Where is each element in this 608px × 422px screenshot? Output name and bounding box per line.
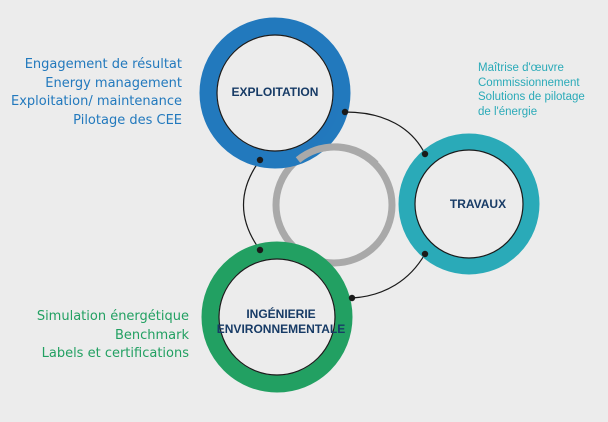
list-item: Maîtrise d'œuvre (478, 62, 564, 74)
ingenierie-label-line1: INGÉNIERIE (246, 306, 315, 321)
list-item: de l'énergie (478, 105, 538, 118)
connector-ingenierie-exploitation (243, 159, 261, 251)
travaux-services-list: Maîtrise d'œuvre Commissionnement Soluti… (478, 61, 585, 119)
exploitation-label: EXPLOITATION (232, 85, 319, 99)
exploitation-ring: EXPLOITATION (199, 17, 351, 169)
connector-travaux-ingenierie (351, 253, 426, 299)
ingenierie-label-line2: ENVIRONNEMENTALE (217, 322, 345, 336)
connector-exploitation-travaux (344, 111, 426, 155)
list-item: Benchmark (114, 327, 189, 343)
list-item: Solutions de pilotage (478, 91, 585, 103)
list-item: Commissionnement (478, 76, 580, 89)
travaux-ring: TRAVAUX (398, 133, 540, 275)
list-item: Exploitation/ maintenance (11, 94, 182, 109)
list-item: Simulation énergétique (36, 309, 189, 324)
connector-lines (243, 111, 426, 299)
ingenierie-ring: INGÉNIERIE ENVIRONNEMENTALE (201, 241, 356, 393)
ingenierie-services-list: Simulation énergétique Benchmark Labels … (37, 308, 189, 364)
exploitation-services-list: Engagement de résultat Energy management… (11, 56, 182, 130)
list-item: Engagement de résultat (24, 57, 182, 72)
list-item: Energy management (45, 75, 182, 91)
center-ring-overlap-top (295, 143, 379, 167)
travaux-label: TRAVAUX (450, 197, 506, 211)
list-item: Labels et certifications (41, 346, 189, 361)
list-item: Pilotage des CEE (73, 112, 182, 128)
